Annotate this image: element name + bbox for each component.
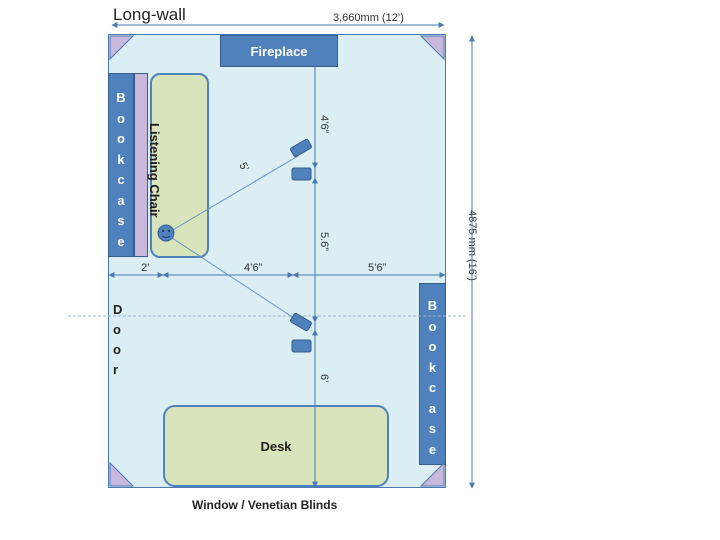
bookcase-left-label: B o o k c a s e (109, 88, 133, 252)
bookcase-left-trim (134, 73, 148, 257)
subwoofer-bottom (291, 339, 312, 353)
corner-trap-bottom-right (419, 461, 445, 487)
door-label: D o o r (113, 300, 122, 380)
bookcase-right-letter: o (428, 339, 437, 354)
bookcase-right-letter: s (428, 421, 437, 436)
fireplace: Fireplace (220, 35, 338, 67)
bookcase-left-letter: o (117, 110, 125, 126)
speaker-bottom (290, 312, 312, 332)
bookcase-right-label: B o o k c a s e (420, 296, 445, 460)
window-label: Window / Venetian Blinds (192, 498, 338, 512)
listener-mouth (161, 235, 171, 238)
bookcase-right-letter: a (428, 400, 437, 416)
door-letter: o (113, 342, 121, 357)
door-letter: r (113, 362, 119, 377)
dim-midline-to-wall: 5’6” (368, 262, 387, 274)
dim-listener-to-midline: 4’6” (244, 262, 263, 274)
speaker-top (290, 138, 312, 158)
bookcase-right-letter: k (428, 359, 437, 375)
corner-trap-bottom-left (109, 461, 135, 487)
listener-to-top-speaker-line (165, 155, 299, 235)
subwoofer-top (291, 167, 312, 181)
bookcase-right-letter: B (427, 298, 438, 313)
door-letter: D (113, 302, 123, 317)
dim-speaker-to-desk: 6’ (318, 374, 330, 383)
bookcase-right-letter: e (428, 441, 437, 457)
room-width-dimension: 3,660mm (12’) (333, 12, 404, 24)
bookcase-left-letter: B (116, 90, 126, 105)
dim-fireplace-to-speaker: 4’6” (318, 115, 330, 134)
desk: Desk (163, 405, 389, 487)
dim-listener-to-speaker: 5’ (236, 161, 251, 174)
corner-trap-top-left (109, 35, 135, 61)
bookcase-right-letter: o (428, 318, 437, 334)
diagram-title: Long-wall (113, 5, 186, 24)
listener-eye-left (161, 229, 165, 233)
bookcase-right: B o o k c a s e (419, 283, 446, 465)
bookcase-left-letter: k (117, 151, 125, 167)
bookcase-right-letter: c (428, 380, 437, 395)
bookcase-left-letter: o (117, 131, 125, 146)
bookcase-left-letter: a (117, 192, 125, 208)
corner-trap-top-right (419, 35, 445, 61)
bookcase-left-letter: c (117, 172, 125, 187)
bookcase-left: B o o k c a s e (108, 73, 134, 257)
bookcase-left-letter: e (117, 233, 125, 249)
dim-wall-to-listener: 2’ (141, 262, 150, 274)
dim-speaker-to-speaker: 5.6” (318, 232, 330, 251)
bookcase-left-letter: s (117, 213, 125, 228)
listener-head (157, 224, 175, 242)
listener-eye-right (167, 229, 171, 233)
listener-to-bottom-speaker-line (165, 233, 301, 323)
door-letter: o (113, 322, 121, 337)
